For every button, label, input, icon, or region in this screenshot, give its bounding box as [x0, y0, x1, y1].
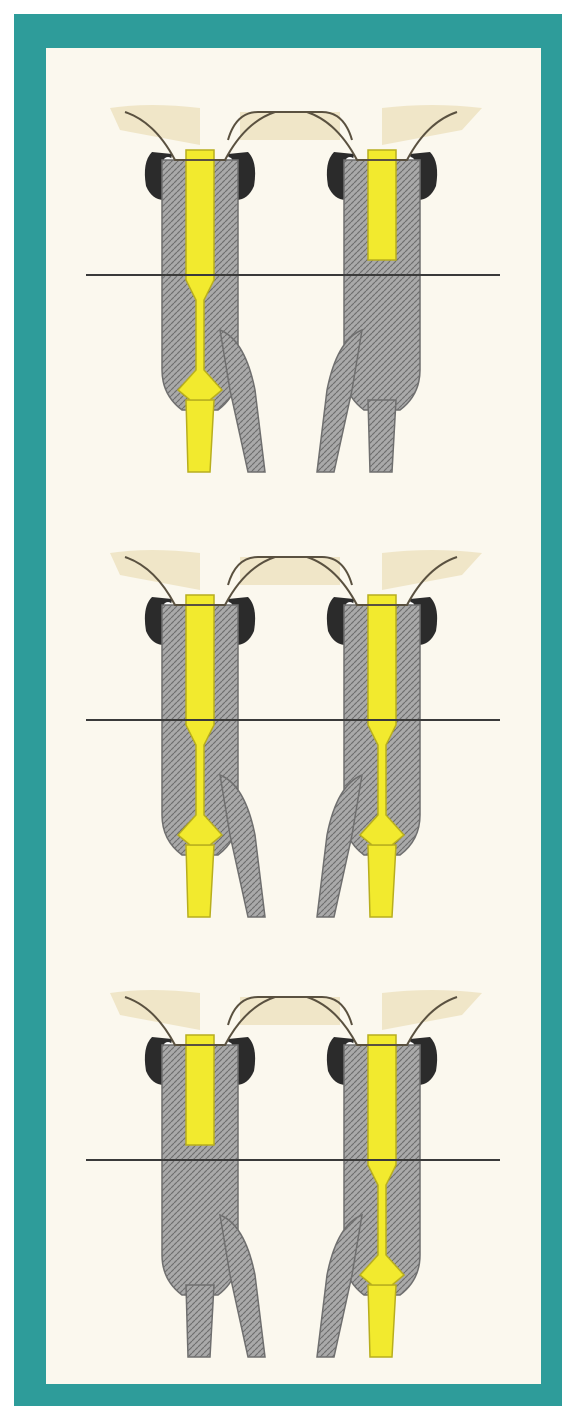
inner-cord-stub: [368, 150, 396, 260]
lower-strand: [186, 845, 214, 917]
lower-strand: [186, 400, 214, 472]
lower-strand: [368, 400, 396, 472]
lower-strand: [186, 1285, 214, 1357]
lower-strand: [368, 845, 396, 917]
cream-background: [46, 48, 541, 1384]
inner-cord-stub: [186, 1035, 214, 1145]
lower-strand: [368, 1285, 396, 1357]
